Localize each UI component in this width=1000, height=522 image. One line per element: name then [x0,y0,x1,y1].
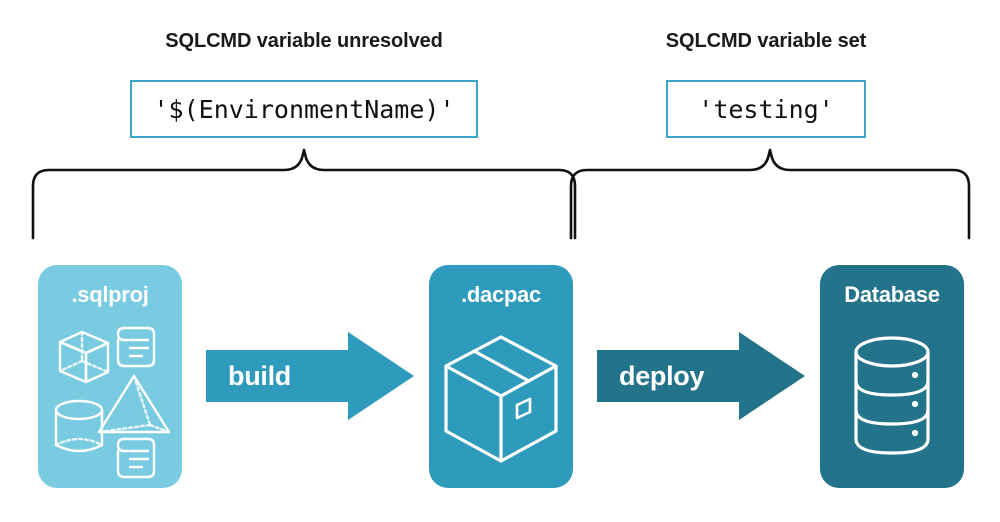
cube-wireframe-icon [58,330,110,384]
arrow-deploy: deploy [597,332,805,420]
stage-label-sqlproj: .sqlproj [71,282,149,307]
database-artwork [820,315,964,480]
stage-label-database: Database [844,282,940,307]
pipeline-stage-dacpac: .dacpac [429,265,573,488]
pipeline-stage-sqlproj: .sqlproj [38,265,182,488]
pipeline-stage-database: Database [820,265,964,488]
sqlcmd-variable-unresolved-value-box: '$(EnvironmentName)' [130,80,478,138]
dacpac-artwork [429,315,573,480]
script-scroll-icon [116,326,156,368]
stage-label-dacpac: .dacpac [461,282,541,307]
annotation-heading-right: SQLCMD variable set [665,30,867,52]
pyramid-wireframe-icon [97,374,171,434]
database-cylinder-icon [854,336,930,455]
deploy-arrow-shape [597,332,805,420]
sqlcmd-variable-set-value-box: 'testing' [666,80,866,138]
brace-left [30,148,578,240]
brace-right [568,148,972,240]
build-arrow-shape [206,332,414,420]
arrow-build: build [206,332,414,420]
script-scroll-icon [116,437,156,479]
package-box-icon [444,335,558,463]
cylinder-wireframe-icon [54,399,104,453]
annotation-heading-left: SQLCMD variable unresolved [165,30,443,52]
sqlproj-artwork [38,315,182,480]
